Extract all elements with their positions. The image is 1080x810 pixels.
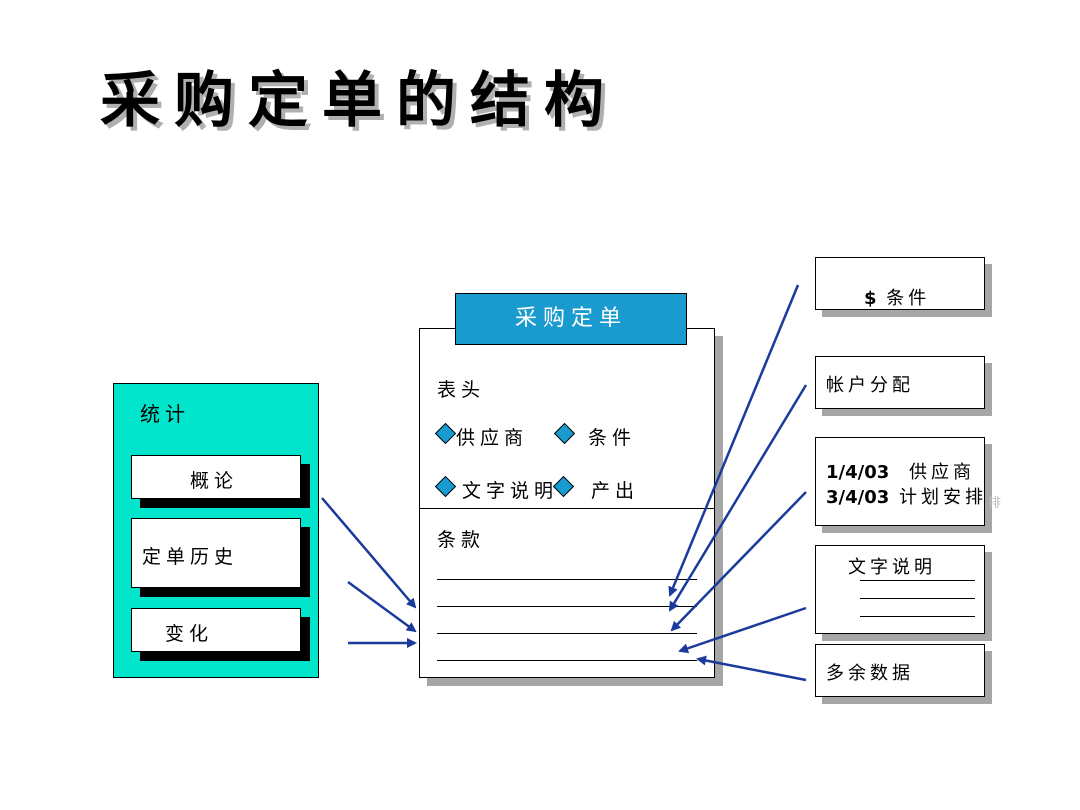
conditions-box-text: 条件 (886, 288, 931, 309)
changes-label: 变化 (165, 623, 214, 645)
item-line (437, 633, 697, 634)
vendor-label: 供应商 (456, 427, 529, 449)
item-line (437, 660, 697, 661)
dollar-symbol: $ (864, 288, 877, 309)
arrow-history (347, 580, 417, 633)
text-line (860, 580, 975, 581)
text-description-label: 文字说明 (848, 557, 936, 578)
schedule-date-2: 3/4/03 (826, 487, 890, 508)
document-divider (419, 508, 715, 509)
schedule-text-2: 计划安排 (898, 487, 987, 508)
schedule-box (815, 437, 985, 526)
item-line (437, 579, 697, 580)
arrow-text (678, 606, 807, 654)
arrow-extra-data (696, 655, 807, 682)
changes-button[interactable]: 变化 (131, 608, 301, 652)
text-line (860, 598, 975, 599)
schedule-date-1: 1/4/03 (826, 462, 890, 483)
order-history-button[interactable]: 定单历史 (131, 518, 301, 588)
items-section-label: 条款 (437, 529, 486, 551)
header-section-label: 表头 (437, 379, 486, 401)
conditions-box (815, 257, 985, 310)
text-desc-label: 文字说明 (462, 480, 559, 502)
schedule-text-1: 供应商 (908, 462, 975, 483)
item-line (437, 606, 697, 607)
purchase-order-document (419, 328, 715, 678)
schedule-ghost-text: 排 (988, 496, 1002, 511)
schedule-row-1: 1/4/03 供应商 (826, 458, 975, 484)
account-assignment-box (815, 356, 985, 409)
page-title: 采购定单的结构 (100, 66, 618, 136)
extra-data-box (815, 644, 985, 697)
overview-button[interactable]: 概论 (131, 455, 301, 499)
arrow-conditions (668, 284, 800, 597)
overview-label: 概论 (190, 470, 239, 492)
account-assignment-label: 帐户分配 (826, 375, 914, 396)
arrow-overview (321, 497, 417, 609)
order-history-label: 定单历史 (142, 546, 239, 568)
text-description-box (815, 545, 985, 634)
conditions-label: 条件 (588, 427, 637, 449)
output-label: 产出 (591, 480, 640, 502)
purchase-order-header: 采购定单 (455, 293, 687, 345)
schedule-row-2: 3/4/03 计划安排 (826, 483, 987, 509)
conditions-box-label: $ 条件 (864, 284, 930, 310)
statistics-label: 统计 (140, 402, 190, 426)
text-line (860, 616, 975, 617)
arrow-schedule (670, 491, 807, 632)
extra-data-label: 多余数据 (826, 663, 914, 684)
arrow-account (668, 384, 808, 612)
